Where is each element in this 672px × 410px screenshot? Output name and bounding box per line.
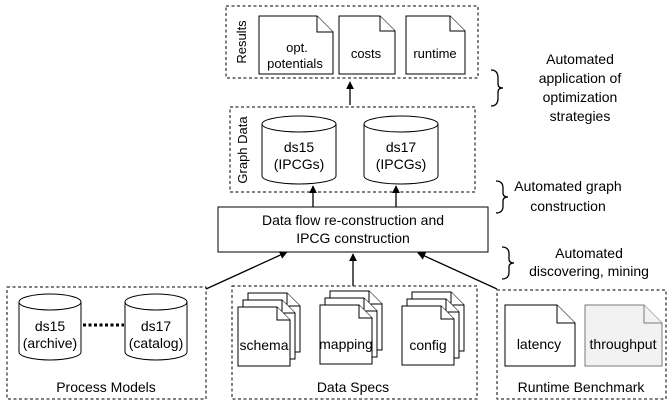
graph-ds15-name: ds15 <box>284 139 315 155</box>
opt-potentials-document: opt. potentials <box>258 15 334 75</box>
optimization-annotation: Automated application of optimization st… <box>490 51 622 124</box>
opt-line2: potentials <box>267 56 323 71</box>
process-ds17-sub: (catalog) <box>129 335 183 351</box>
flow-arrows <box>205 81 498 290</box>
opt-annotation-line4: strategies <box>550 108 611 124</box>
opt-line1: opt. <box>286 40 308 55</box>
schema-label: schema <box>239 337 288 353</box>
ds17-catalog-database: ds17 (catalog) <box>124 293 188 361</box>
costs-document: costs <box>338 15 396 75</box>
graph-data-label: Graph Data <box>235 116 250 184</box>
latency-document: latency <box>504 304 576 367</box>
construction-line2: IPCG construction <box>296 230 410 246</box>
runtime-benchmark-container: Runtime Benchmark <box>496 289 667 400</box>
results-container: Results <box>225 5 479 79</box>
graph-ds17-sub: (IPCGs) <box>376 156 427 172</box>
config-label: config <box>409 337 446 353</box>
schema-document-stack: schema <box>237 292 301 367</box>
costs-label: costs <box>351 46 382 61</box>
runtime-document: runtime <box>405 15 466 75</box>
mapping-document-stack: mapping <box>319 290 383 365</box>
ds17-ipcgs-database: ds17 (IPCGs) <box>363 115 439 185</box>
optimization-brace <box>490 69 504 107</box>
data-specs-container: Data Specs <box>231 285 478 400</box>
runtime-benchmark-label: Runtime Benchmark <box>518 379 646 395</box>
process-ds17-name: ds17 <box>141 318 172 334</box>
process-ds15-sub: (archive) <box>23 335 77 351</box>
process-models-label: Process Models <box>56 379 156 395</box>
graph-annotation-line2: construction <box>530 198 605 214</box>
runtime-label: runtime <box>413 46 456 61</box>
config-document-stack: config <box>401 291 465 366</box>
ds15-ipcgs-database: ds15 (IPCGs) <box>261 115 337 185</box>
discovering-annotation: Automated discovering, mining <box>501 245 649 280</box>
construction-box: Data flow re-construction and IPCG const… <box>217 206 489 253</box>
graph-brace <box>495 180 509 214</box>
discovering-brace <box>501 246 515 280</box>
graph-data-container: Graph Data <box>229 106 476 193</box>
discovering-annotation-line2: discovering, mining <box>529 263 649 279</box>
mapping-label: mapping <box>319 336 373 352</box>
process-models-container: Process Models <box>6 286 207 400</box>
discovering-annotation-line1: Automated <box>555 245 623 261</box>
opt-annotation-line3: optimization <box>543 89 618 105</box>
ds15-archive-database: ds15 (archive) <box>18 293 82 361</box>
graph-annotation: Automated graph construction <box>495 178 622 214</box>
opt-annotation-line2: application of <box>539 70 622 86</box>
data-specs-label: Data Specs <box>317 379 389 395</box>
throughput-document: throughput <box>584 304 663 367</box>
graph-annotation-line1: Automated graph <box>514 178 621 194</box>
graph-ds17-name: ds17 <box>386 139 417 155</box>
latency-label: latency <box>517 336 561 352</box>
process-ds15-name: ds15 <box>35 318 66 334</box>
results-label: Results <box>234 20 249 64</box>
opt-annotation-line1: Automated <box>546 51 614 67</box>
arrow-process-to-box <box>205 251 288 290</box>
arrow-benchmark-to-box <box>417 252 498 290</box>
graph-ds15-sub: (IPCGs) <box>274 156 325 172</box>
construction-line1: Data flow re-construction and <box>262 212 444 228</box>
throughput-label: throughput <box>590 336 657 352</box>
